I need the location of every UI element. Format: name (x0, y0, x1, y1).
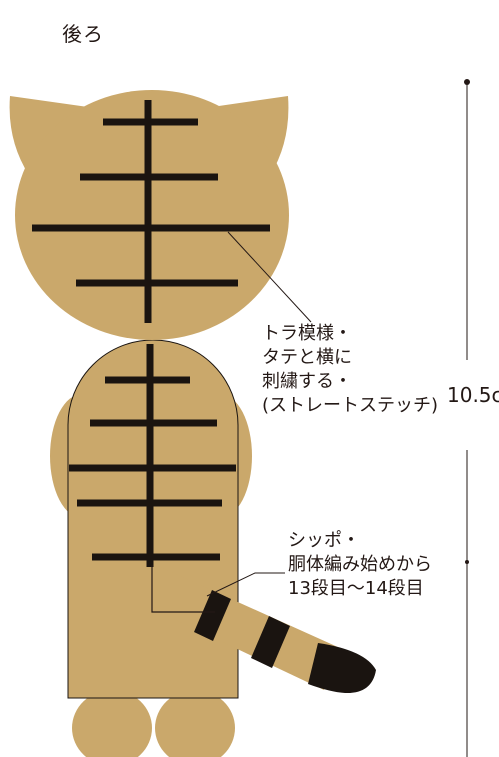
stripe-annotation-line-2: タテと横に (262, 347, 352, 368)
right-foot (155, 690, 235, 757)
tail-annotation-line-1: シッポ・ (288, 530, 360, 551)
tail-band-2 (251, 616, 290, 668)
head-stripes (32, 100, 270, 323)
stripe-annotation-line-4: (ストレートステッチ) (262, 395, 439, 416)
tail (155, 567, 376, 694)
dimension-line (464, 79, 470, 757)
left-foot (72, 690, 152, 757)
stripe-annotation-line-3: 刺繍する・ (262, 371, 352, 392)
stripe-leader-line (227, 231, 312, 323)
tail-band-1 (194, 590, 231, 641)
dimension-label: 10.5c (447, 383, 499, 407)
view-title: 後ろ (62, 22, 104, 46)
tail-annotation-line-3: 13段目〜14段目 (288, 578, 424, 599)
tail-annotation: シッポ・ 胴体編み始めから 13段目〜14段目 (288, 529, 432, 601)
dimension-mid-dot (465, 560, 469, 564)
head (15, 90, 289, 340)
stripe-annotation-line-1: トラ模様・ (262, 323, 352, 344)
stripe-annotation: トラ模様・ タテと横に 刺繍する・ (ストレートステッチ) (262, 322, 438, 418)
tail-leader-line (206, 572, 285, 597)
tail-annotation-line-2: 胴体編み始めから (288, 554, 432, 575)
tail-attachment-guide (151, 565, 215, 613)
body-stripes (69, 344, 236, 567)
tail-tip (308, 643, 376, 694)
tail-tan (155, 567, 340, 690)
